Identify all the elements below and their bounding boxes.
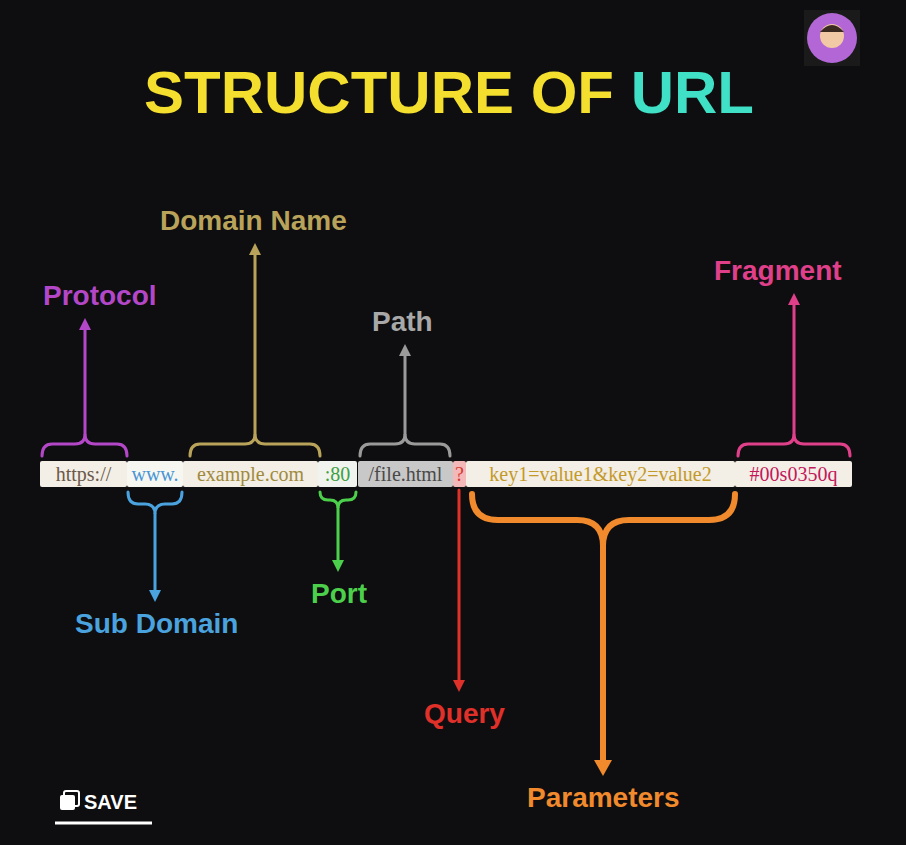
domain-bracket bbox=[190, 251, 320, 456]
protocol-bracket bbox=[42, 326, 127, 456]
arrow-head bbox=[79, 318, 91, 330]
url-segment: #00s0350q bbox=[735, 461, 852, 487]
part-label: Sub Domain bbox=[75, 608, 238, 640]
save-label: SAVE bbox=[84, 791, 137, 814]
part-label: Path bbox=[372, 306, 433, 338]
subdomain-bracket bbox=[128, 492, 182, 594]
url-segment: key1=value1&key2=value2 bbox=[466, 461, 735, 487]
url-segment: :80 bbox=[318, 461, 357, 487]
title: STRUCTURE OF URL bbox=[144, 60, 754, 126]
segment-text: https:// bbox=[40, 461, 127, 487]
part-label: Protocol bbox=[43, 280, 157, 312]
arrow-head bbox=[788, 293, 800, 305]
part-label: Domain Name bbox=[160, 205, 347, 237]
part-label: Fragment bbox=[714, 255, 842, 287]
parameters-bracket bbox=[472, 494, 735, 764]
segment-text: example.com bbox=[183, 461, 318, 487]
segment-text: #00s0350q bbox=[735, 461, 852, 487]
part-label: Query bbox=[424, 698, 505, 730]
segment-text: :80 bbox=[318, 461, 357, 487]
fragment-bracket bbox=[738, 301, 850, 456]
arrow-head bbox=[453, 680, 465, 692]
path-bracket bbox=[360, 352, 450, 456]
arrow-head bbox=[399, 344, 411, 356]
save-icon bbox=[60, 795, 75, 810]
avatar-hair bbox=[820, 25, 844, 32]
arrow-head bbox=[249, 243, 261, 255]
url-segment: ? bbox=[453, 461, 466, 487]
arrow-head bbox=[332, 560, 344, 572]
port-bracket bbox=[320, 492, 356, 564]
save-underline bbox=[55, 822, 152, 825]
avatar-face bbox=[820, 24, 844, 48]
url-segment: example.com bbox=[183, 461, 318, 487]
url-segment: /file.html bbox=[358, 461, 453, 487]
avatar-circle bbox=[807, 13, 857, 63]
avatar-frame bbox=[804, 10, 860, 66]
url-segment: https:// bbox=[40, 461, 127, 487]
arrow-head bbox=[594, 760, 612, 776]
part-label: Port bbox=[311, 578, 367, 610]
segment-text: key1=value1&key2=value2 bbox=[466, 461, 735, 487]
segment-text: /file.html bbox=[358, 461, 453, 487]
segment-text: ? bbox=[453, 461, 466, 487]
query-arrow bbox=[458, 490, 461, 684]
arrow-head bbox=[149, 590, 161, 602]
url-segment: www. bbox=[127, 461, 183, 487]
segment-text: www. bbox=[127, 461, 183, 487]
part-label: Parameters bbox=[527, 782, 680, 814]
save-icon bbox=[64, 791, 79, 806]
